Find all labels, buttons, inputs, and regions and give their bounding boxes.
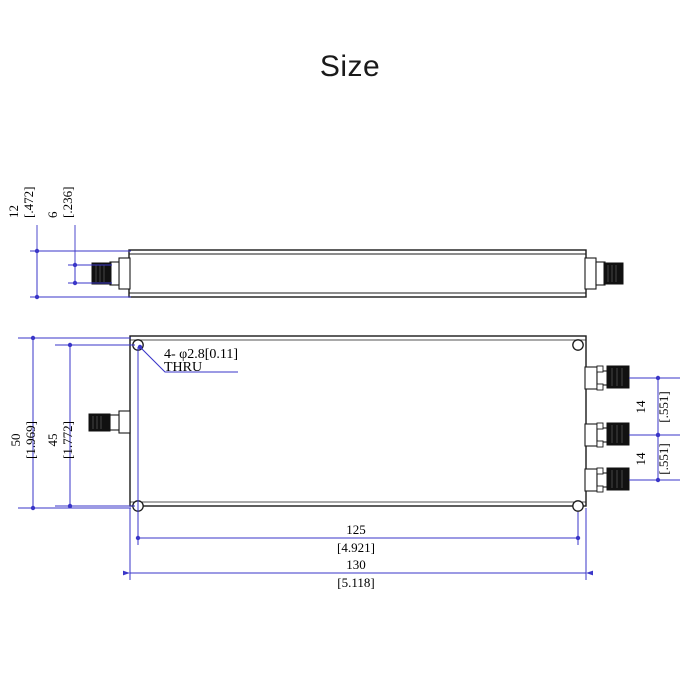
dim-width-overall-metric: 50 [8,434,23,447]
dimension-connector-pitch-upper: 14 [.551] [629,375,680,438]
dim-height-overall-metric: 12 [6,205,21,218]
dim-height-overall-imperial: [.472] [21,187,36,218]
dim-pitch-lower-imperial: [.551] [656,443,671,474]
plan-top-view: 4- φ2.8[0.11] THRU 50 [1.969] 45 [1.772] [8,335,680,590]
plan-connector-right-1 [584,365,630,391]
dim-hole-spacing-metric: 45 [45,434,60,447]
side-connector-left [91,257,131,290]
dim-hole-spacing-imperial: [1.772] [60,421,75,459]
dimension-length-overall: 130 [5.118] [123,508,593,590]
plan-body-outline [129,335,587,507]
dim-pitch-lower-metric: 14 [633,452,648,466]
hole-bottom-right [572,500,584,512]
plan-connector-right-2 [584,422,630,448]
dimension-connector-center-height: 6 [.236] [45,187,112,286]
dim-pitch-upper-imperial: [.551] [656,391,671,422]
dim-hole-spacing-h-imperial: [4.921] [337,540,375,555]
hole-note-line2: THRU [164,360,202,375]
side-elevation-view: 12 [.472] 6 [.236] [6,187,624,300]
dim-length-overall-imperial: [5.118] [337,575,374,590]
dimension-hole-spacing-horizontal: 125 [4.921] [135,347,581,555]
page-title: Size [319,50,381,83]
dim-width-overall-imperial: [1.969] [23,421,38,459]
hole-top-right [572,339,584,351]
side-body-outline [128,249,587,298]
hole-callout-note: 4- φ2.8[0.11] THRU [137,344,238,375]
dimension-height-overall: 12 [.472] [6,187,131,300]
dim-hole-spacing-h-metric: 125 [346,522,366,537]
plan-connector-left [88,410,131,434]
dim-connector-center-metric: 6 [45,211,60,218]
dimension-hole-spacing-vertical: 45 [1.772] [45,342,135,509]
dimension-connector-pitch-lower: 14 [.551] [629,432,680,483]
dim-connector-center-imperial: [.236] [60,187,75,218]
dim-pitch-upper-metric: 14 [633,400,648,414]
plan-connector-right-3 [584,467,630,493]
side-connector-right [584,257,624,290]
dimension-width-overall: 50 [1.969] [8,335,131,511]
hole-note-line1: 4- φ2.8[0.11] [164,347,238,362]
dim-length-overall-metric: 130 [346,557,366,572]
